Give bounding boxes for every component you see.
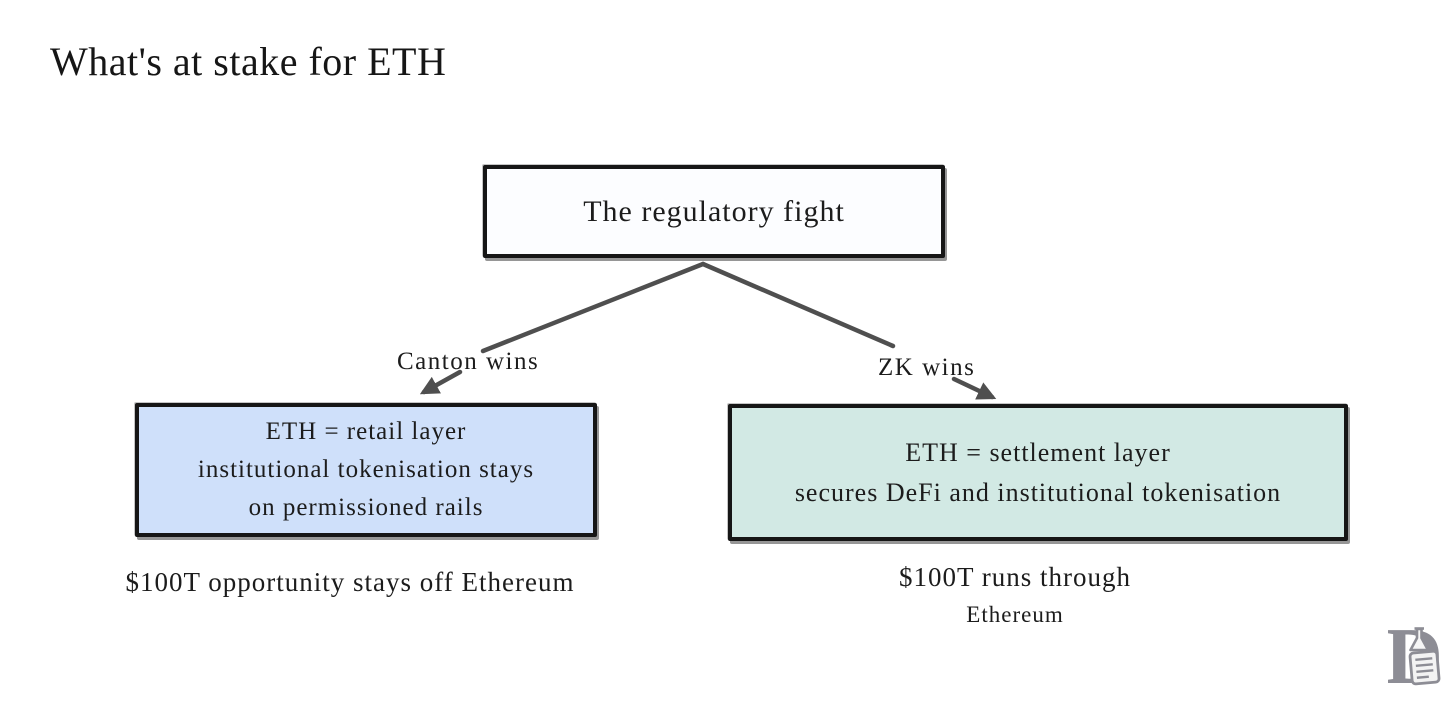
root-node-label: The regulatory fight <box>583 194 845 228</box>
caption-zk: $100T runs through Ethereum <box>815 562 1215 628</box>
caption-line: Ethereum <box>966 602 1064 627</box>
outcome-box-line: ETH = settlement layer <box>905 437 1171 467</box>
branch-line-right <box>700 261 896 349</box>
branch-label-zk-wins: ZK wins <box>878 354 976 381</box>
outcome-box-zk: ETH = settlement layer secures DeFi and … <box>728 404 1348 541</box>
logo-scroll-shape <box>1408 649 1441 686</box>
caption-line: $100T runs through <box>899 562 1131 592</box>
outcome-box-line: secures DeFi and institutional tokenisat… <box>794 477 1282 507</box>
outcome-box-line: ETH = retail layer <box>265 418 467 445</box>
outcome-box-line: institutional tokenisation stays <box>197 456 535 483</box>
root-node-box: The regulatory fight <box>483 165 945 258</box>
outcome-box-canton: ETH = retail layer institutional tokenis… <box>135 403 597 537</box>
caption-line: $100T opportunity stays off Ethereum <box>125 567 575 597</box>
publisher-monogram-icon: D <box>1388 617 1443 693</box>
branch-label-canton-wins: Canton wins <box>397 348 540 375</box>
caption-canton: $100T opportunity stays off Ethereum <box>80 567 620 598</box>
outcome-box-line: on permissioned rails <box>248 494 484 521</box>
logo-flask-shape <box>1409 627 1430 652</box>
page-title: What's at stake for ETH <box>50 39 447 84</box>
branch-line-left <box>480 261 706 354</box>
